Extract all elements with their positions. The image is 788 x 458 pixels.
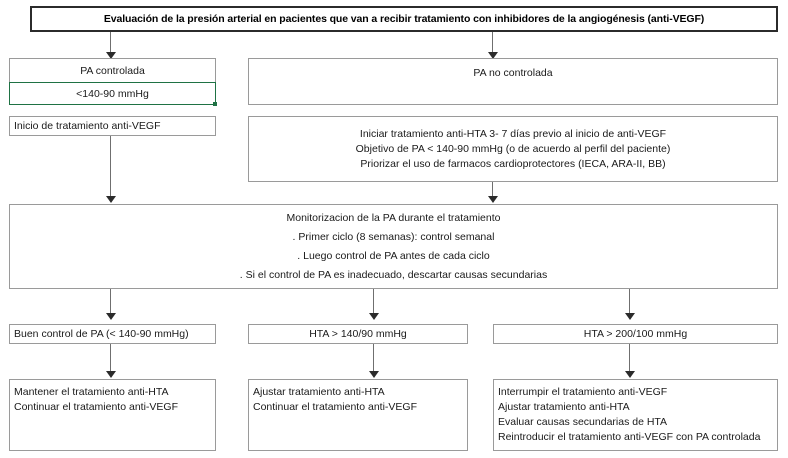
pa-controlada-value: <140-90 mmHg	[76, 87, 149, 100]
inicio-tratamiento-box: Inicio de tratamiento anti-VEGF	[9, 116, 216, 136]
outcome-3-header-box: HTA > 200/100 mmHg	[493, 324, 778, 344]
outcome-2-header-box: HTA > 140/90 mmHg	[248, 324, 468, 344]
arrowhead-outcome-1-to-action-1	[106, 371, 116, 378]
action-3-line-2: Ajustar tratamiento anti-HTA	[498, 401, 630, 413]
flowchart-title-box: Evaluación de la presión arterial en pac…	[30, 6, 778, 32]
arrowhead-outcome-2-to-action-2	[369, 371, 379, 378]
pa-no-controlada-box: PA no controlada	[248, 58, 778, 105]
connector-monitorizacion-to-outcome-2	[373, 289, 374, 316]
outcome-3-header-label: HTA > 200/100 mmHg	[583, 327, 688, 340]
page-title: Evaluación de la presión arterial en pac…	[103, 13, 705, 25]
connector-outcome-2-to-action-2	[373, 344, 374, 376]
action-2-line-1: Ajustar tratamiento anti-HTA	[253, 386, 385, 398]
arrowhead-outcome-3-to-action-3	[625, 371, 635, 378]
iniciar-anti-hta-box: Iniciar tratamiento anti-HTA 3- 7 días p…	[248, 116, 778, 182]
inicio-tratamiento-label: Inicio de tratamiento anti-VEGF	[14, 119, 161, 132]
action-1-box: Mantener el tratamiento anti-HTA Continu…	[9, 379, 216, 451]
iniciar-anti-hta-line-2: Objetivo de PA < 140-90 mmHg (o de acuer…	[355, 142, 671, 155]
pa-controlada-header: PA controlada	[80, 64, 145, 77]
monitorizacion-line-1: Monitorizacion de la PA durante el trata…	[286, 211, 501, 224]
action-2-box: Ajustar tratamiento anti-HTA Continuar e…	[248, 379, 468, 451]
outcome-1-header-label: Buen control de PA (< 140-90 mmHg)	[14, 327, 189, 340]
iniciar-anti-hta-line-1: Iniciar tratamiento anti-HTA 3- 7 días p…	[359, 127, 667, 140]
monitorizacion-line-3: . Luego control de PA antes de cada cicl…	[297, 249, 490, 262]
monitorizacion-box: Monitorizacion de la PA durante el trata…	[9, 204, 778, 289]
iniciar-anti-hta-line-3: Priorizar el uso de farmacos cardioprote…	[360, 157, 666, 170]
action-2-line-2: Continuar el tratamiento anti-VEGF	[253, 401, 417, 413]
arrowhead-iniciar-hta-to-monitorizacion	[488, 196, 498, 203]
action-3-line-4: Reintroducir el tratamiento anti-VEGF co…	[498, 431, 761, 443]
pa-no-controlada-label: PA no controlada	[473, 67, 553, 79]
connector-iniciar-hta-to-monitorizacion	[492, 182, 493, 199]
arrowhead-title-to-pa-controlada	[106, 52, 116, 59]
action-3-box: Interrumpir el tratamiento anti-VEGF Aju…	[493, 379, 778, 451]
connector-outcome-1-to-action-1	[110, 344, 111, 376]
monitorizacion-line-4: . Si el control de PA es inadecuado, des…	[239, 268, 548, 281]
cell-selection-handle[interactable]	[213, 102, 217, 106]
arrowhead-inicio-to-monitorizacion	[106, 196, 116, 203]
arrowhead-title-to-pa-no-controlada	[488, 52, 498, 59]
arrowhead-monitorizacion-to-outcome-1	[106, 313, 116, 320]
action-1-line-1: Mantener el tratamiento anti-HTA	[14, 386, 169, 398]
arrowhead-monitorizacion-to-outcome-2	[369, 313, 379, 320]
connector-monitorizacion-to-outcome-3	[629, 289, 630, 316]
outcome-1-header-box: Buen control de PA (< 140-90 mmHg)	[9, 324, 216, 344]
arrowhead-monitorizacion-to-outcome-3	[625, 313, 635, 320]
action-3-line-3: Evaluar causas secundarias de HTA	[498, 416, 668, 428]
connector-monitorizacion-to-outcome-1	[110, 289, 111, 316]
connector-inicio-to-monitorizacion	[110, 136, 111, 199]
connector-title-to-pa-no-controlada	[492, 32, 493, 55]
action-1-line-2: Continuar el tratamiento anti-VEGF	[14, 401, 178, 413]
connector-title-to-pa-controlada	[110, 32, 111, 55]
pa-controlada-box: PA controlada <140-90 mmHg	[9, 58, 217, 106]
outcome-2-header-label: HTA > 140/90 mmHg	[309, 327, 407, 340]
connector-outcome-3-to-action-3	[629, 344, 630, 376]
action-3-line-1: Interrumpir el tratamiento anti-VEGF	[498, 386, 668, 398]
pa-controlada-value-cell[interactable]: <140-90 mmHg	[9, 82, 217, 106]
monitorizacion-line-2: . Primer ciclo (8 semanas): control sema…	[292, 230, 495, 243]
